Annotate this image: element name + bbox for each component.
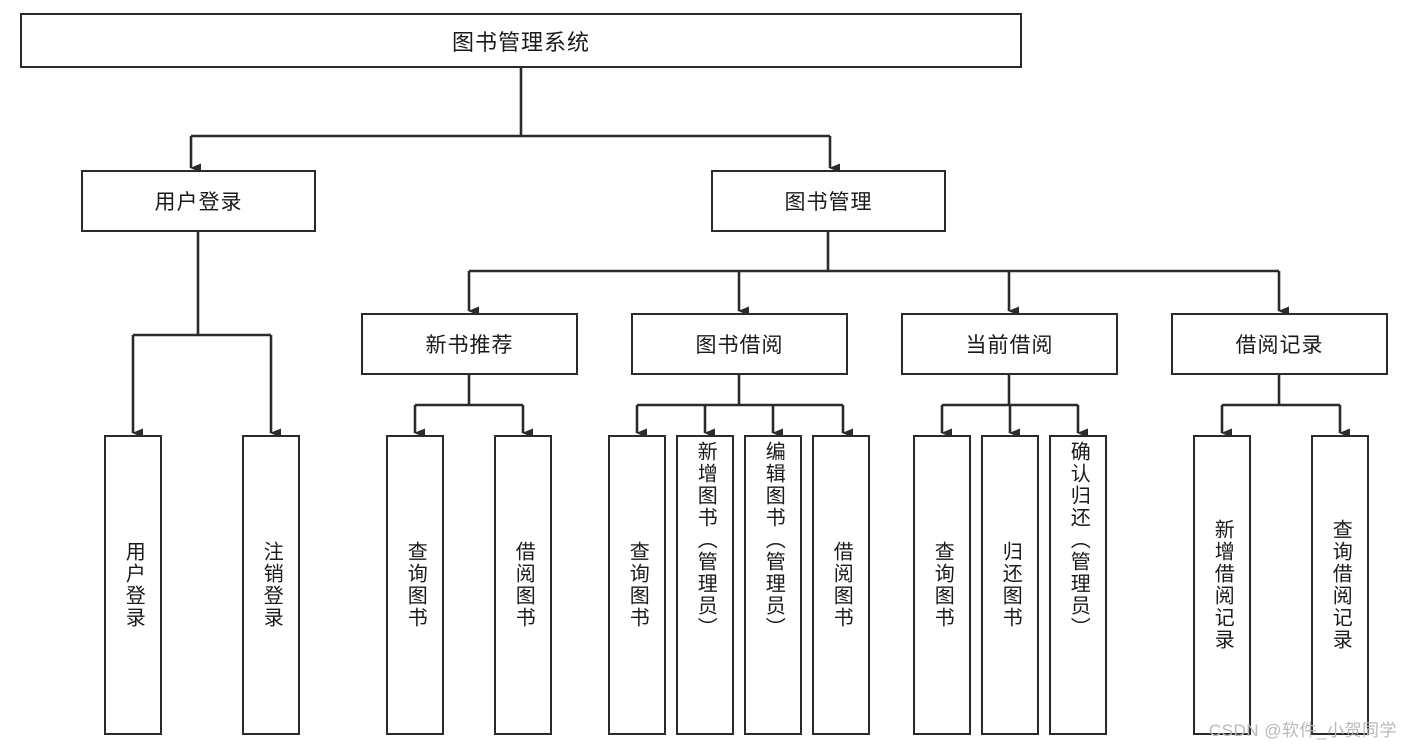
node-label: 新书推荐: [425, 334, 514, 357]
node-label: 用户登录: [154, 191, 243, 214]
node-label: 图书管理系统: [451, 29, 590, 55]
leaf-current-borrow-query-book[interactable]: 查询图书: [913, 435, 971, 735]
leaf-book-borrow-query-book[interactable]: 查询图书: [608, 435, 666, 735]
watermark-text: CSDN @软件_小贺同学: [1208, 721, 1397, 740]
leaf-label: 确认归还（管理员）: [1067, 441, 1090, 639]
leaf-label: 编辑图书（管理员）: [762, 441, 785, 639]
node-book-management[interactable]: 图书管理: [711, 170, 946, 232]
leaf-label: 注销登录: [260, 541, 283, 629]
node-new-book-recommendation[interactable]: 新书推荐: [361, 313, 578, 375]
leaf-label: 新增借阅记录: [1211, 519, 1234, 651]
node-user-login[interactable]: 用户登录: [81, 170, 316, 232]
node-root-book-management-system[interactable]: 图书管理系统: [20, 13, 1022, 68]
leaf-borrow-record-query-record[interactable]: 查询借阅记录: [1311, 435, 1369, 735]
node-current-borrowing[interactable]: 当前借阅: [901, 313, 1118, 375]
node-borrowing-record[interactable]: 借阅记录: [1171, 313, 1388, 375]
leaf-new-book-borrow-book[interactable]: 借阅图书: [494, 435, 552, 735]
leaf-borrow-record-add-record[interactable]: 新增借阅记录: [1193, 435, 1251, 735]
node-label: 图书管理: [784, 191, 873, 214]
leaf-user-login-login[interactable]: 用户登录: [104, 435, 162, 735]
node-label: 当前借阅: [965, 334, 1054, 357]
node-label: 借阅记录: [1235, 334, 1324, 357]
leaf-label: 借阅图书: [512, 541, 535, 629]
leaf-book-borrow-add-book-admin[interactable]: 新增图书（管理员）: [676, 435, 734, 735]
leaf-label: 新增图书（管理员）: [694, 441, 717, 639]
leaf-user-login-logout[interactable]: 注销登录: [242, 435, 300, 735]
leaf-book-borrow-edit-book-admin[interactable]: 编辑图书（管理员）: [744, 435, 802, 735]
leaf-new-book-query-book[interactable]: 查询图书: [386, 435, 444, 735]
leaf-label: 查询图书: [931, 541, 954, 629]
leaf-label: 用户登录: [122, 541, 145, 629]
leaf-book-borrow-borrow-book[interactable]: 借阅图书: [812, 435, 870, 735]
leaf-label: 查询图书: [626, 541, 649, 629]
leaf-label: 借阅图书: [830, 541, 853, 629]
leaf-label: 查询借阅记录: [1329, 519, 1352, 651]
leaf-current-borrow-confirm-return-admin[interactable]: 确认归还（管理员）: [1049, 435, 1107, 735]
leaf-label: 查询图书: [404, 541, 427, 629]
node-book-borrowing[interactable]: 图书借阅: [631, 313, 848, 375]
leaf-current-borrow-return-book[interactable]: 归还图书: [981, 435, 1039, 735]
leaf-label: 归还图书: [999, 541, 1022, 629]
node-label: 图书借阅: [695, 334, 784, 357]
